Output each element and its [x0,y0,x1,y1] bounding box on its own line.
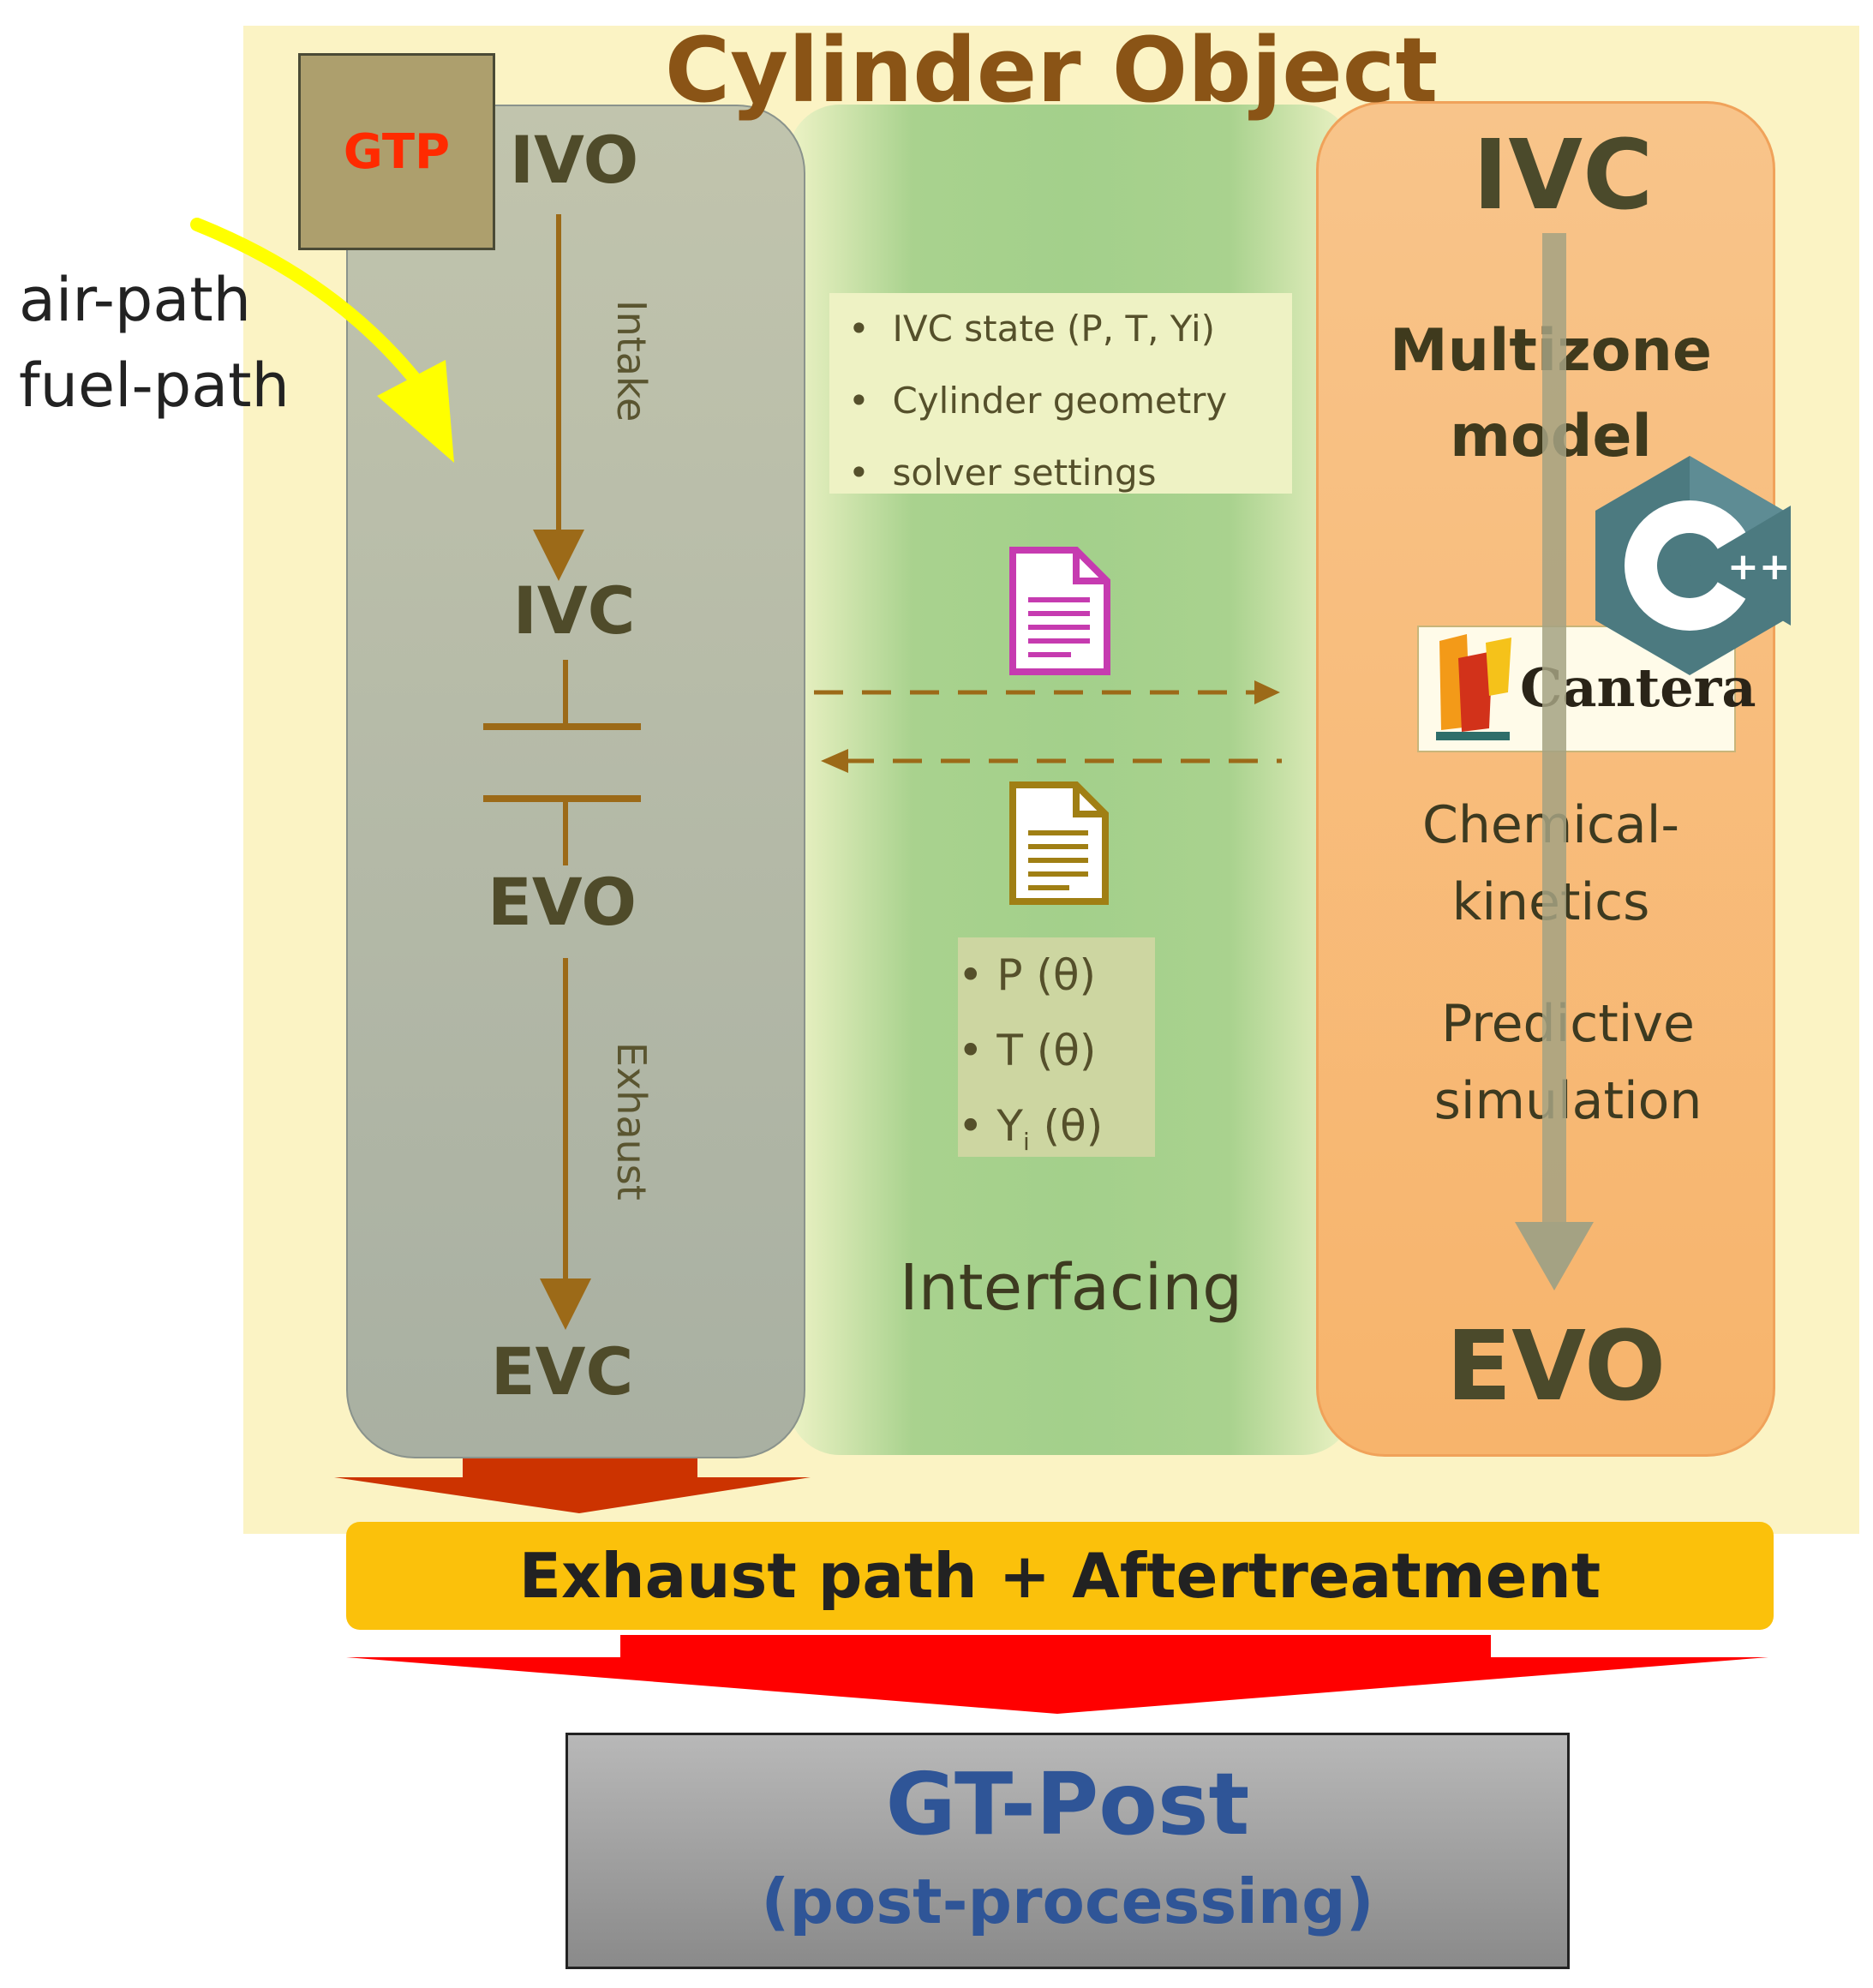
input-param-item: • solver settings [848,452,1157,494]
output-text: P (θ) [996,950,1097,1000]
flow-arrow-down-icon [334,1458,811,1513]
cpp-plus-label: ++ [1727,545,1791,589]
interfacing-label: Interfacing [899,1251,1243,1325]
exhaust-aftertreatment-bar: Exhaust path + Aftertreatment [346,1522,1774,1630]
cpp-logo-icon: ++ [1595,456,1791,675]
gt-post-subtitle: (post-processing) [761,1865,1374,1937]
multizone-progress-arrowhead-icon [1515,1222,1594,1290]
input-arrow-head-icon [377,360,454,463]
diagram-title: Cylinder Object [664,18,1439,123]
output-item: • T (θ) [958,1026,1097,1075]
input-param-item: • Cylinder geometry [848,380,1228,422]
air-path-label: air-path [19,265,252,335]
gt-power-panel [346,105,805,1458]
input-param-text: IVC state (P, T, Yi) [892,308,1216,350]
dashed-arrow-left-head-icon [821,749,848,773]
input-document-icon [1009,547,1110,675]
stage-ivo: IVO [509,122,639,198]
output-text: Y [996,1101,1023,1151]
input-parameters-box: • IVC state (P, T, Yi) • Cylinder geomet… [829,293,1292,494]
right-stage-ivc: IVC [1472,120,1654,231]
predictive-simulation-label: Predictive simulation [1388,985,1748,1140]
input-param-item: • IVC state (P, T, Yi) [848,308,1216,350]
gtp-box: GTP [298,53,495,250]
input-arrow-shaft [190,218,434,401]
pred-line: Predictive [1441,994,1695,1054]
input-param-text: Cylinder geometry [892,380,1228,422]
output-item: • P (θ) [958,950,1097,1000]
right-stage-evo: EVO [1445,1311,1667,1422]
stage-ivc: IVC [512,572,636,649]
input-labels: air-path fuel-path [19,257,290,428]
output-text: T (θ) [996,1026,1097,1075]
big-flow-arrow-icon [346,1635,1768,1714]
multizone-progress-shaft [1542,233,1566,1229]
gt-post-box: GT-Post (post-processing) [565,1733,1570,1969]
fuel-path-label: fuel-path [19,350,290,421]
cantera-flame-icon [1436,634,1511,740]
output-text: (θ) [1043,1101,1104,1151]
gtp-label: GTP [343,123,451,180]
stage-evc: EVC [490,1333,634,1410]
exhaust-aftertreatment-label: Exhaust path + Aftertreatment [518,1540,1601,1612]
input-param-text: solver settings [892,452,1157,494]
output-subscript: i [1022,1128,1030,1156]
dashed-arrow-right-head-icon [1254,680,1280,704]
output-results-box: • P (θ) • T (θ) • Yi (θ) [958,937,1155,1157]
pred-line: simulation [1433,1071,1702,1131]
output-item: • Yi (θ) [958,1101,1104,1156]
stage-evo: EVO [487,864,637,940]
output-document-icon [1009,781,1109,905]
gt-post-title: GT-Post [885,1754,1250,1854]
